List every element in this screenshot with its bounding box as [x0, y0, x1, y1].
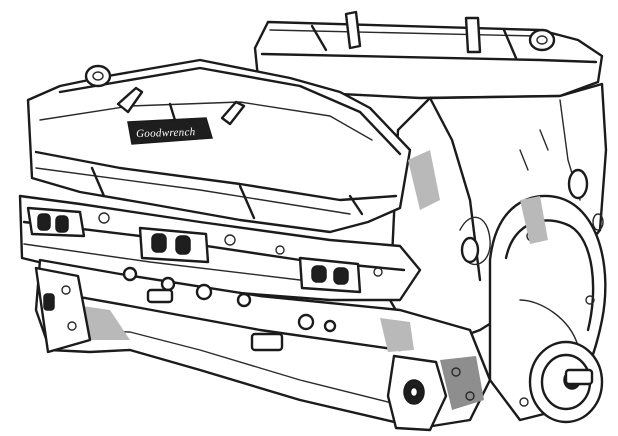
badge-label: Goodwrench [136, 126, 196, 140]
shading [380, 150, 548, 352]
front-valve-cover [26, 58, 412, 234]
goodwrench-badge: Goodwrench [127, 117, 213, 145]
fuel-pump-boss [386, 354, 484, 432]
timing-cover [488, 194, 607, 424]
rear-valve-cover [253, 10, 604, 100]
